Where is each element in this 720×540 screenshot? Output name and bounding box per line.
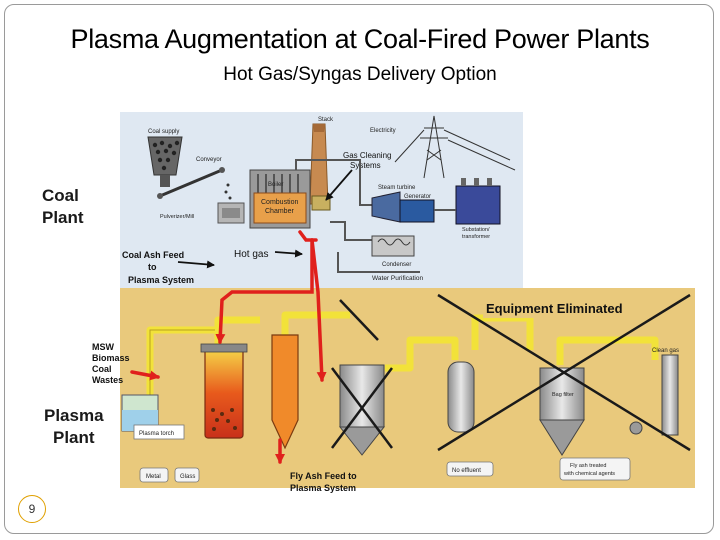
- pulverizer-label: Pulverizer/Mill: [160, 214, 194, 220]
- substation-label-line1: Substation/: [462, 227, 490, 233]
- slide-frame: [4, 4, 714, 534]
- slide-subtitle: Hot Gas/Syngas Delivery Option: [223, 64, 497, 85]
- slide-title: Plasma Augmentation at Coal-Fired Power …: [70, 24, 650, 54]
- water-purification-label: Water Purification: [372, 275, 423, 282]
- coal-plant-label-line1: Coal: [42, 186, 79, 205]
- cyclone-vessel: [271, 334, 299, 450]
- condenser-label: Condenser: [382, 262, 411, 268]
- msw-label-line4: Wastes: [92, 375, 123, 385]
- equipment-eliminated-cross: [437, 293, 691, 452]
- bag-filter: [539, 367, 585, 456]
- coal-supply-hopper: [147, 136, 183, 187]
- bag-filter-label: Bag filter: [552, 392, 574, 398]
- transmission-tower: [394, 115, 516, 179]
- stack-label: Stack: [318, 117, 334, 123]
- page-number: 9: [18, 495, 46, 523]
- substation-transformer: [434, 178, 501, 225]
- hot-gas-arrow: [274, 249, 303, 258]
- conveyor: [157, 167, 232, 200]
- fly-ash-treated-label-line2: with chemical agents: [563, 471, 615, 477]
- coal-ash-feed-label-line2: to: [148, 262, 157, 272]
- generator: [399, 199, 435, 223]
- boiler-label: Boiler: [268, 182, 283, 188]
- plasma-plant-label-line2: Plant: [52, 428, 95, 447]
- fly-ash-treated-label-line1: Fly ash treated: [570, 463, 606, 469]
- stack: [309, 123, 329, 205]
- equipment-eliminated-bg: [483, 298, 635, 318]
- steam-turbine-label: Steam turbine: [378, 185, 416, 191]
- fly-ash-feed-label-line1: Fly Ash Feed to: [290, 471, 357, 481]
- pipe-cross: [339, 299, 379, 341]
- coal-plant-label-line2: Plant: [42, 208, 84, 227]
- clean-gas-label: Clean gas: [652, 348, 679, 354]
- boiler: [249, 169, 311, 229]
- coal-ash-arrow: [177, 260, 215, 269]
- fan: [629, 421, 643, 435]
- electricity-label: Electricity: [370, 128, 396, 134]
- fly-ash-feed-label-line2: Plasma System: [290, 483, 356, 493]
- substation-label-line2: transformer: [462, 234, 490, 240]
- coal-ash-feed-label-line1: Coal Ash Feed: [122, 250, 184, 260]
- gas-cleaning-label-line2: Systems: [350, 161, 381, 170]
- glass-output: Glass: [174, 467, 200, 483]
- clean-gas-stack: [661, 354, 679, 436]
- condenser: [371, 235, 415, 257]
- scrubber-tank: [338, 364, 386, 456]
- plasma-torch-label: Plasma torch: [139, 431, 174, 437]
- plasma-gasifier: [200, 343, 248, 439]
- glass-label: Glass: [180, 474, 195, 480]
- combustion-label-line1: Combustion: [261, 199, 298, 206]
- red-flow-arrows: [130, 230, 327, 464]
- hot-gas-label: Hot gas: [234, 249, 268, 260]
- generator-label: Generator: [404, 194, 431, 200]
- no-effluent-box: No effluent: [446, 461, 494, 477]
- coal-ash-feed-label-line3: Plasma System: [128, 275, 194, 285]
- combustion-label-line2: Chamber: [265, 208, 294, 215]
- metal-output: Metal: [139, 467, 169, 483]
- pulverizer-mill: [217, 202, 245, 224]
- scrubber-cross: [331, 367, 393, 449]
- gas-cleaning-arrow: [325, 169, 353, 201]
- conveyor-label: Conveyor: [196, 157, 222, 163]
- no-effluent-label: No effluent: [452, 468, 481, 474]
- quench-vessel: [447, 361, 475, 433]
- msw-label-line2: Biomass: [92, 353, 130, 363]
- coal-supply-label: Coal supply: [148, 129, 179, 135]
- msw-label-line3: Coal: [92, 364, 112, 374]
- fly-ash-treated-box: Fly ash treated with chemical agents: [559, 457, 631, 481]
- plasma-torch-box: [133, 424, 185, 440]
- plasma-plant-label: Plasma Plant: [44, 405, 104, 449]
- coal-plant-label: Coal Plant: [42, 185, 84, 229]
- gas-cleaning-label-line1: Gas Cleaning: [343, 151, 391, 160]
- plasma-plant-label-line1: Plasma: [44, 406, 104, 425]
- metal-label: Metal: [146, 474, 161, 480]
- equipment-eliminated-label: Equipment Eliminated: [486, 301, 623, 316]
- msw-label-line1: MSW: [92, 342, 115, 352]
